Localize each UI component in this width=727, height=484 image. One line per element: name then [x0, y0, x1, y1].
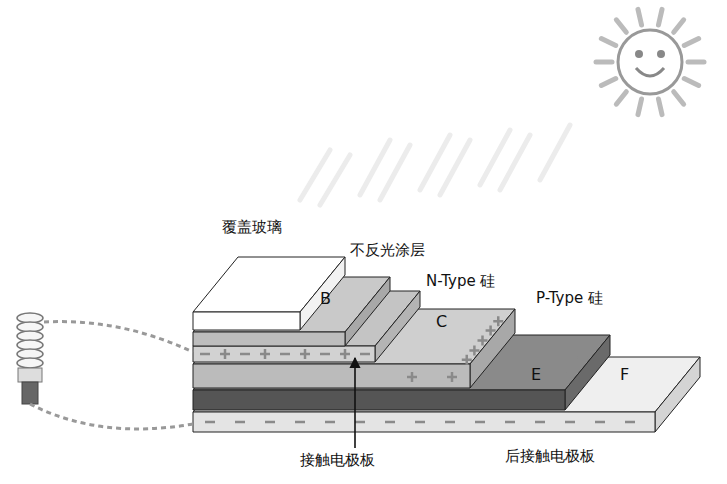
bulb-spiral — [17, 358, 43, 368]
plus-sign — [462, 355, 472, 365]
sun-ray — [688, 60, 704, 65]
minus-sign — [625, 421, 635, 424]
minus-sign — [565, 421, 575, 424]
plus-sign — [260, 349, 270, 359]
layer-letter: E — [531, 366, 541, 384]
sun-ray — [616, 20, 626, 33]
layer-front — [193, 390, 565, 410]
wire — [30, 404, 193, 429]
minus-sign — [295, 421, 305, 424]
minus-sign — [240, 353, 250, 356]
layer-name: P-Type 硅 — [536, 290, 603, 307]
light-beam — [320, 155, 350, 205]
minus-sign — [505, 421, 515, 424]
layer-letter: B — [320, 290, 331, 308]
plus-sign — [493, 316, 503, 326]
layer-front — [193, 346, 375, 362]
layer-front — [193, 332, 345, 346]
sun-eye — [657, 50, 665, 58]
sun-ray — [658, 9, 662, 25]
light-beam — [500, 135, 530, 190]
layer-front — [193, 364, 470, 388]
layer-side — [565, 335, 610, 410]
layer-side — [300, 257, 345, 330]
minus-sign — [280, 353, 290, 356]
leader-arrow — [354, 358, 356, 448]
bulb-icon — [17, 313, 43, 404]
sun-ray — [674, 20, 684, 33]
light-beam — [540, 125, 570, 180]
sun-ray — [658, 99, 662, 115]
layer-side — [655, 357, 700, 432]
part-label: 后接触电极板 — [505, 448, 595, 465]
sun-ray — [616, 92, 626, 105]
layer-letter: C — [436, 313, 447, 331]
minus-sign — [415, 421, 425, 424]
plus-sign — [300, 349, 310, 359]
minus-sign — [595, 421, 605, 424]
minus-sign — [200, 353, 210, 356]
plus-sign — [478, 336, 488, 346]
minus-sign — [475, 421, 485, 424]
minus-sign — [535, 421, 545, 424]
layer-name: 覆盖玻璃 — [222, 219, 282, 236]
layer-side — [345, 277, 390, 346]
minus-sign — [235, 421, 245, 424]
sun-ray — [674, 92, 684, 105]
plus-sign — [469, 345, 479, 355]
layer-front — [193, 412, 655, 432]
light-beam — [380, 145, 410, 200]
minus-sign — [555, 384, 565, 387]
plus-sign — [407, 372, 417, 382]
sun-ray — [601, 78, 615, 85]
bulb-neck — [18, 368, 42, 382]
light-beam — [440, 140, 470, 195]
minus-sign — [578, 356, 588, 359]
layer-letter: F — [620, 366, 629, 384]
plus-sign — [447, 372, 457, 382]
plus-sign — [220, 349, 230, 359]
glass-layer — [193, 257, 345, 330]
charge-signs — [200, 316, 635, 422]
sun-icon — [596, 9, 704, 114]
sun-eye — [635, 50, 643, 58]
minus-sign — [205, 421, 215, 424]
part-label: 接触电极板 — [300, 452, 375, 469]
sun-smile — [636, 68, 664, 76]
minus-sign — [360, 353, 370, 356]
sun-ray — [638, 99, 642, 115]
layer-name: 不反光涂层 — [350, 242, 425, 259]
minus-sign — [355, 421, 365, 424]
layer-side — [470, 309, 515, 388]
bulb-base — [22, 382, 38, 404]
sun-ray — [596, 60, 612, 65]
sun-disc — [618, 30, 682, 94]
back-contact-layer — [193, 357, 700, 432]
sun-ray — [684, 39, 698, 46]
plus-sign — [486, 326, 496, 336]
minus-sign — [325, 421, 335, 424]
sun-ray — [684, 78, 698, 85]
sun-ray — [638, 9, 642, 25]
minus-sign — [320, 353, 330, 356]
minus-sign — [385, 421, 395, 424]
layer-name: N-Type 硅 — [426, 273, 495, 290]
layer-top — [193, 357, 700, 412]
minus-sign — [445, 421, 455, 424]
layer-front — [193, 312, 300, 330]
minus-sign — [566, 370, 576, 373]
plus-sign — [340, 349, 350, 359]
sun-ray — [601, 39, 615, 46]
minus-sign — [265, 421, 275, 424]
wire — [44, 322, 193, 352]
